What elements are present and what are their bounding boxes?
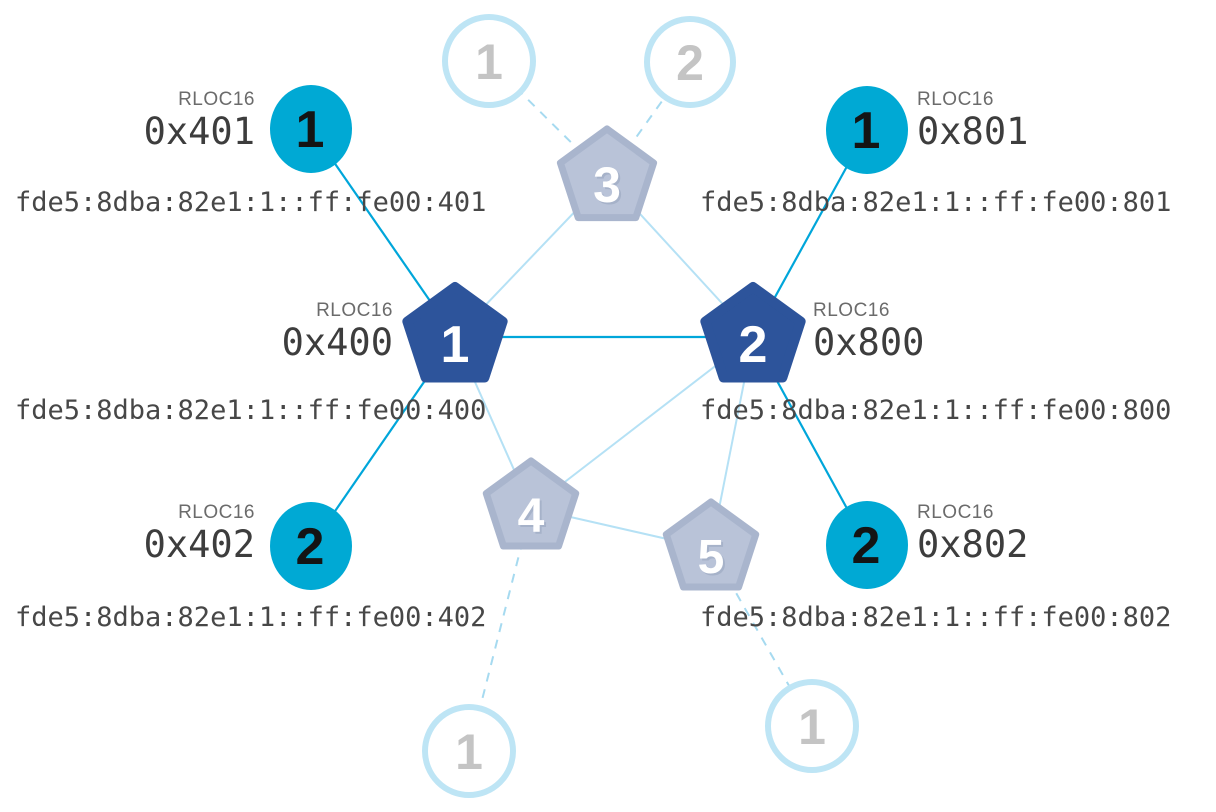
router-5-node[interactable]: 5 5 (662, 498, 760, 591)
child-0x402-node[interactable]: 2 (270, 502, 352, 590)
rloc16-value: 0x401 (143, 110, 255, 153)
child-0x402-label: RLOC16 0x402 (25, 501, 255, 566)
rloc16-caption: RLOC16 (917, 502, 994, 523)
child-0x401-circle[interactable] (270, 85, 352, 173)
child-0x802-ipv6: fde5:8dba:82e1:1::ff:fe00:802 (700, 602, 1172, 633)
rloc16-value: 0x402 (143, 523, 255, 566)
child-0x802-node[interactable]: 2 (826, 501, 908, 589)
router-1-pentagon[interactable] (402, 282, 508, 383)
rloc16-caption: RLOC16 (813, 300, 890, 321)
faded-child-bottom-2-number: 1 (798, 699, 826, 755)
faded-child-bottom-1-number: 1 (455, 724, 483, 780)
faded-child-bottom-2[interactable]: 1 (765, 679, 859, 773)
child-0x801-node[interactable]: 1 (826, 86, 908, 174)
rloc16-value: 0x400 (281, 321, 393, 364)
child-0x401-label: RLOC16 0x401 (25, 88, 255, 153)
router-3-number-shadow: 3 (595, 159, 623, 215)
child-0x801-ipv6: fde5:8dba:82e1:1::ff:fe00:801 (700, 187, 1172, 218)
router-1-label: RLOC16 0x400 (163, 299, 393, 364)
faded-child-top-2[interactable]: 2 (644, 16, 736, 108)
child-0x401-ipv6: fde5:8dba:82e1:1::ff:fe00:401 (15, 187, 487, 218)
router-4-node[interactable]: 4 4 (482, 457, 580, 550)
child-0x801-circle[interactable] (826, 86, 908, 174)
router-1-ipv6: fde5:8dba:82e1:1::ff:fe00:400 (15, 395, 487, 426)
faded-child-circle[interactable] (765, 679, 859, 773)
rloc16-value: 0x802 (917, 523, 1029, 566)
rloc16-caption: RLOC16 (178, 89, 255, 110)
router-3-node[interactable]: 3 3 (556, 125, 658, 222)
faded-child-bottom-1[interactable]: 1 (422, 704, 516, 798)
router-3-number: 3 (593, 157, 621, 213)
router-4-number-shadow: 4 (520, 492, 547, 545)
child-0x402-circle[interactable] (270, 502, 352, 590)
child-0x402-number: 2 (296, 518, 325, 576)
child-0x801-number: 1 (852, 102, 881, 160)
child-0x802-number: 2 (852, 517, 881, 575)
rloc16-value: 0x801 (917, 110, 1029, 153)
router-3-pentagon[interactable] (556, 125, 658, 222)
child-0x801-label: RLOC16 0x801 (917, 88, 1147, 153)
faded-child-circle[interactable] (442, 14, 536, 108)
router-1-number: 1 (441, 316, 470, 374)
child-0x401-number: 1 (296, 101, 325, 159)
router-5-pentagon[interactable] (662, 498, 760, 591)
faded-child-top-1[interactable]: 1 (442, 14, 536, 108)
child-0x802-label: RLOC16 0x802 (917, 501, 1147, 566)
faded-child-top-1-number: 1 (475, 34, 503, 90)
child-0x802-circle[interactable] (826, 501, 908, 589)
router-2-number: 2 (739, 316, 768, 374)
router-4-pentagon[interactable] (482, 457, 580, 550)
router-2-label: RLOC16 0x800 (813, 299, 1043, 364)
router-2-pentagon[interactable] (700, 282, 806, 383)
faded-child-circle[interactable] (422, 704, 516, 798)
router-2-ipv6: fde5:8dba:82e1:1::ff:fe00:800 (700, 395, 1172, 426)
rloc16-value: 0x800 (813, 321, 925, 364)
router-1-node[interactable]: 1 (402, 282, 508, 383)
router-5-number-shadow: 5 (700, 533, 727, 586)
faded-child-circle[interactable] (644, 16, 736, 108)
rloc16-caption: RLOC16 (316, 300, 393, 321)
router-4-number: 4 (518, 490, 545, 543)
router-2-node[interactable]: 2 (700, 282, 806, 383)
rloc16-caption: RLOC16 (917, 89, 994, 110)
faded-child-top-2-number: 2 (676, 35, 704, 91)
router-5-number: 5 (698, 531, 725, 584)
child-0x401-node[interactable]: 1 (270, 85, 352, 173)
child-0x402-ipv6: fde5:8dba:82e1:1::ff:fe00:402 (15, 602, 487, 633)
rloc16-caption: RLOC16 (178, 502, 255, 523)
